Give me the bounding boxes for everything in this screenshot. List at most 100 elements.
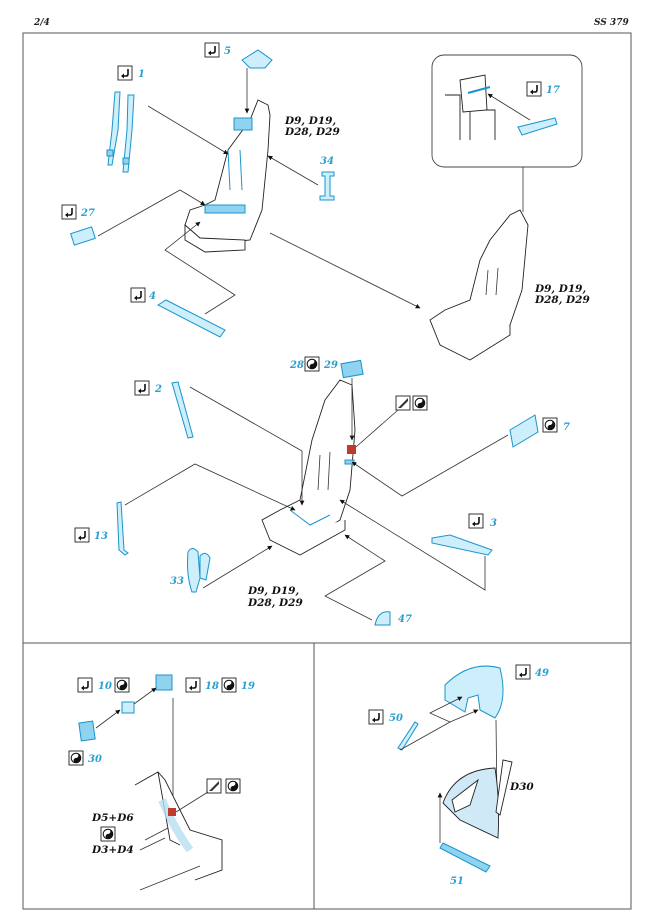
bend-icon — [468, 513, 484, 529]
part-number: 51 — [450, 876, 464, 887]
paint-icon — [225, 778, 241, 794]
callout-part-50: 50 — [368, 696, 479, 751]
callout-part-18-19: 18 19 — [133, 674, 255, 809]
page-number: 2/4 — [34, 18, 50, 28]
part-30-panel — [78, 720, 96, 742]
part-17-frame — [517, 117, 558, 136]
seat-assembly-finished: D9, D19, D28, D29 — [429, 209, 590, 361]
bend-icon — [185, 677, 201, 693]
callout-part-30: 30 — [68, 709, 121, 766]
variant-label-lower: D9, D19, D28, D29 — [247, 585, 303, 609]
part-4-lap-belt — [156, 299, 226, 338]
bend-icon — [77, 677, 93, 693]
callout-part-4: 4 — [130, 221, 236, 338]
bend-icon — [204, 42, 220, 58]
red-detail — [347, 445, 356, 454]
bend-icon — [515, 664, 531, 680]
part-number: 18 — [205, 681, 219, 692]
part-number: 13 — [94, 531, 108, 542]
variant-text: D3+D4 — [91, 844, 134, 856]
paint-icon — [412, 395, 428, 411]
callout-part-13: 13 — [74, 463, 296, 556]
red-detail — [168, 808, 176, 816]
callout-part-34: 34 — [267, 155, 335, 201]
part-7-panel — [509, 414, 539, 448]
part-number: 1 — [138, 69, 145, 80]
callout-part-7: 7 — [351, 414, 570, 497]
variant-text: D9, D19, — [534, 283, 586, 295]
paint-icon — [221, 677, 237, 693]
part-51-strip — [439, 842, 491, 873]
callout-part-2: 2 — [134, 380, 305, 506]
callout-part-3: 3 — [339, 499, 497, 591]
variant-text: D9, D19, — [284, 115, 336, 127]
part-number: 3 — [490, 518, 497, 529]
outer-frame — [22, 32, 632, 910]
paint-icon — [542, 417, 558, 433]
paint-icon — [100, 826, 116, 842]
part-number: 5 — [224, 46, 231, 57]
part-47-grip — [374, 611, 391, 626]
set-code: SS 379 — [594, 18, 629, 28]
part-49-cover — [444, 665, 504, 719]
callout-part-47: 47 — [324, 534, 412, 626]
detail-inset-part-17: 17 — [431, 54, 583, 212]
callout-part-27: 27 — [61, 189, 206, 246]
part-number: 10 — [98, 681, 112, 692]
part-number: 7 — [563, 422, 570, 433]
callout-part-28-29: 28 29 — [289, 356, 364, 441]
variant-text: D28, D29 — [534, 294, 590, 306]
callout-part-5: 5 — [204, 42, 273, 114]
bend-icon — [74, 527, 90, 543]
part-number: 47 — [398, 614, 412, 625]
bend-icon — [368, 709, 384, 725]
part-27-placard — [70, 226, 96, 246]
callout-part-51: 51 — [437, 792, 491, 887]
part-34-bracket — [319, 171, 335, 201]
callout-part-10: 10 — [77, 677, 135, 714]
part-number: 29 — [323, 360, 338, 371]
part-33-handle — [187, 548, 211, 593]
part-number: 17 — [546, 85, 560, 96]
variant-text: D28, D29 — [247, 597, 303, 609]
bend-icon — [61, 204, 77, 220]
part-13-handle — [116, 501, 129, 556]
part-10-box — [121, 701, 135, 714]
callout-brush-paint-sidewall — [175, 778, 241, 813]
part-number: 50 — [389, 713, 403, 724]
part-2-strap — [171, 381, 194, 439]
part-number: 4 — [149, 291, 156, 302]
part-1-shoulder-harness — [106, 91, 135, 173]
part-number: 34 — [320, 156, 334, 167]
seat-assembly-lower — [261, 379, 356, 556]
bend-icon — [130, 287, 146, 303]
paint-icon — [304, 356, 320, 372]
part-number: 27 — [80, 208, 95, 219]
part-number: 30 — [88, 754, 102, 765]
variant-text: D9, D19, — [247, 585, 299, 597]
part-number: 28 — [289, 360, 304, 371]
bend-icon — [134, 380, 150, 396]
canopy-mechanism: D30 — [442, 759, 534, 839]
paint-brush-icon — [395, 395, 411, 411]
seat-assembly-main — [184, 99, 271, 253]
part-number: 19 — [241, 681, 255, 692]
callout-part-49: 49 — [444, 664, 549, 807]
variant-text: D30 — [509, 781, 534, 793]
cockpit-sidewall — [134, 771, 223, 891]
callout-brush-paint — [355, 395, 428, 448]
paint-brush-icon — [206, 778, 222, 794]
variant-text: D28, D29 — [284, 126, 340, 138]
bend-icon — [117, 65, 133, 81]
variant-label-main: D9, D19, D28, D29 — [284, 115, 340, 138]
callout-part-33: 33 — [170, 545, 273, 593]
part-number: 33 — [170, 576, 184, 587]
callout-part-1: 1 — [106, 65, 229, 173]
assembly-arrow — [269, 232, 421, 309]
part-5-headrest-plate — [241, 49, 273, 69]
paint-icon — [68, 750, 84, 766]
part-3-strap — [431, 534, 493, 556]
part-29-placard — [340, 359, 364, 379]
part-18-box — [155, 674, 173, 691]
